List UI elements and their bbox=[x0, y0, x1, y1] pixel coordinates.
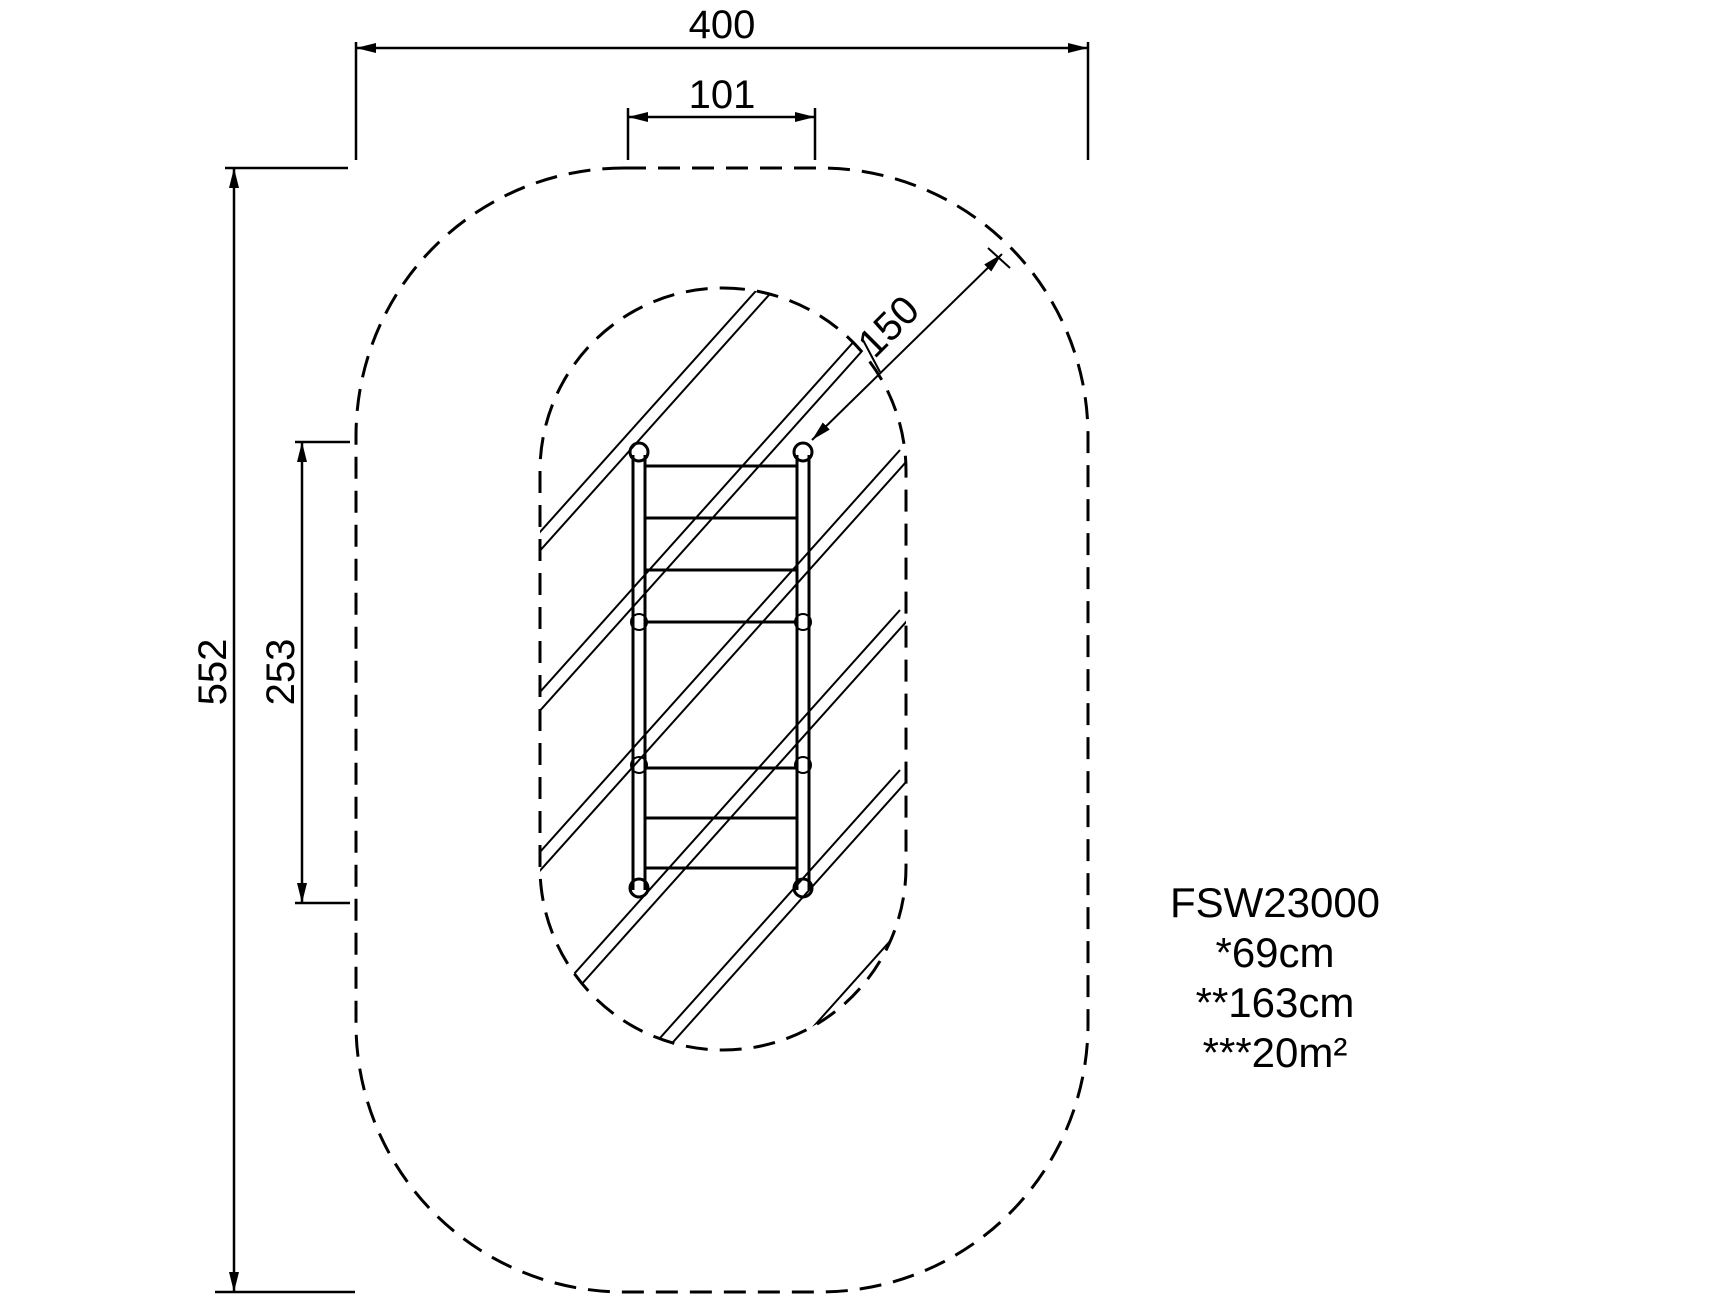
dimension-label-overall-width: 400 bbox=[689, 3, 756, 47]
inner-impact-zone bbox=[538, 286, 908, 1052]
safety-area: ***20m² bbox=[1202, 1029, 1348, 1076]
dimension-label-equipment-length: 253 bbox=[259, 639, 303, 706]
ladder-equipment bbox=[628, 441, 814, 899]
dimension-label-equipment-width: 101 bbox=[689, 73, 756, 117]
dimension-overall-length bbox=[215, 166, 355, 1294]
dimension-equipment-width bbox=[626, 108, 817, 160]
product-code: FSW23000 bbox=[1169, 879, 1381, 926]
inner-impact-zone-hatching bbox=[540, 288, 906, 1050]
product-info-block: FSW23000 *69cm **163cm ***20m² bbox=[1160, 878, 1390, 1078]
free-fall-height: *69cm bbox=[1215, 929, 1335, 976]
dimension-free-space-radius bbox=[811, 247, 1011, 441]
dimension-label-free-space-radius: 150 bbox=[850, 288, 928, 366]
equipment-height: **163cm bbox=[1195, 979, 1355, 1026]
outer-safety-zone bbox=[354, 166, 1090, 1294]
dimension-overall-width bbox=[354, 42, 1090, 160]
dimension-label-overall-length: 552 bbox=[191, 639, 235, 706]
dimension-equipment-length bbox=[295, 440, 350, 905]
